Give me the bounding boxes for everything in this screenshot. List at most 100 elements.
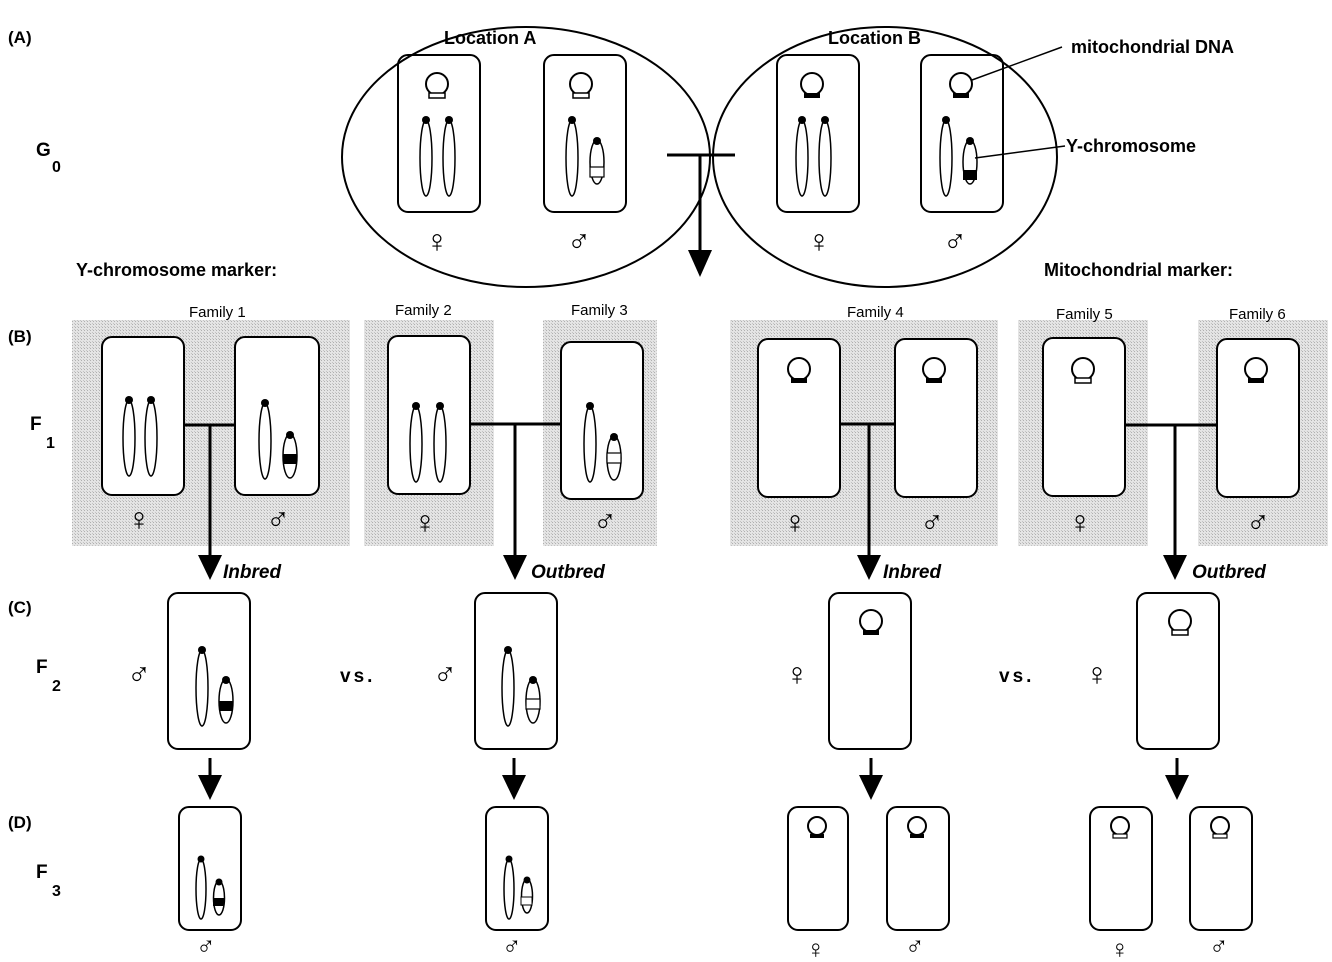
- x-chromosome: [566, 120, 578, 196]
- mtdna-callout-label: mitochondrial DNA: [1071, 37, 1234, 57]
- svg-text:G: G: [36, 140, 51, 161]
- centromere: [966, 137, 974, 145]
- f2-f3-arrowhead: [198, 775, 222, 800]
- svg-text:0: 0: [52, 159, 61, 176]
- centromere: [436, 402, 444, 410]
- mtdna-marker-dark: [810, 834, 824, 838]
- mtdna-marker-dark: [863, 630, 879, 635]
- mtdna-ring: [860, 610, 882, 632]
- f2-inbred-y-cell: [168, 593, 250, 749]
- centromere: [445, 116, 453, 124]
- f3-outbred-mito-female-cell: [1090, 807, 1152, 930]
- inbred-label-y: Inbred: [223, 562, 281, 583]
- location-a-female-cell: [398, 55, 480, 212]
- mtdna-marker-dark: [804, 93, 820, 98]
- svg-text:3: 3: [52, 883, 61, 900]
- family-3-male-cell: [561, 342, 643, 499]
- location-a-title: Location A: [444, 28, 536, 48]
- centromere: [568, 116, 576, 124]
- y-marker-heading: Y-chromosome marker:: [76, 260, 277, 280]
- panel-label-c: (C): [8, 598, 32, 617]
- mtdna-marker-light: [573, 93, 589, 98]
- mtdna-marker-light: [429, 93, 445, 98]
- x-chromosome: [796, 120, 808, 196]
- female-symbol: ♀: [127, 501, 151, 537]
- f2-f3-arrowhead: [1165, 775, 1189, 800]
- outbred-label-y: Outbred: [531, 562, 605, 583]
- family-1-female-cell: [102, 337, 184, 495]
- centromere: [529, 676, 537, 684]
- centromere: [593, 137, 601, 145]
- y-marker-dark: [219, 701, 233, 711]
- generation-label-f3: F 3: [36, 862, 61, 900]
- male-symbol: ♂: [433, 656, 457, 692]
- mtdna-ring: [908, 817, 926, 835]
- f2-outbred-y-cell: [475, 593, 557, 749]
- male-symbol: ♂: [943, 223, 967, 259]
- mtdna-ring: [426, 73, 448, 95]
- mtdna-ring: [801, 73, 823, 95]
- mtdna-marker-dark: [926, 378, 942, 383]
- family-4-female-cell: [758, 339, 840, 497]
- female-symbol: ♀: [413, 504, 437, 540]
- male-symbol: ♂: [127, 656, 151, 692]
- vs-label-y: vs.: [340, 666, 375, 687]
- f2-f3-arrowhead: [502, 775, 526, 800]
- family-6-male-cell: [1217, 339, 1299, 497]
- f3-outbred-mito-male-cell: [1190, 807, 1252, 930]
- generation-label-f1: F 1: [30, 414, 55, 452]
- location-b-title: Location B: [828, 28, 921, 48]
- female-symbol: ♀: [783, 504, 807, 540]
- centromere: [286, 431, 294, 439]
- family-4-male-cell: [895, 339, 977, 497]
- mtdna-marker-dark: [910, 834, 924, 838]
- centromere: [504, 646, 512, 654]
- centromere: [125, 396, 133, 404]
- f2-inbred-mito-cell: [829, 593, 911, 749]
- mtdna-ring: [1211, 817, 1229, 835]
- mtdna-ring: [1111, 817, 1129, 835]
- panel-label-b: (B): [8, 327, 32, 346]
- centromere: [610, 433, 618, 441]
- family-5-label: Family 5: [1056, 306, 1113, 323]
- family-1-male-cell: [235, 337, 319, 495]
- centromere: [798, 116, 806, 124]
- ychrom-callout-label: Y-chromosome: [1066, 136, 1196, 156]
- mtdna-marker-light: [1113, 834, 1127, 838]
- centromere: [524, 877, 531, 884]
- y-marker-dark: [213, 898, 224, 906]
- x-chromosome: [940, 120, 952, 196]
- centromere: [506, 856, 513, 863]
- family-2-female-cell: [388, 336, 470, 494]
- male-symbol: ♂: [1246, 504, 1270, 540]
- mtdna-marker-light: [1172, 630, 1188, 635]
- female-symbol: ♀: [806, 934, 826, 962]
- female-symbol: ♀: [1085, 656, 1109, 692]
- panel-label-a: (A): [8, 28, 32, 47]
- centromere: [222, 676, 230, 684]
- family-3-label: Family 3: [571, 302, 628, 319]
- family-4-label: Family 4: [847, 304, 904, 321]
- families-5-6-arrowhead: [1163, 555, 1187, 580]
- male-symbol: ♂: [920, 504, 944, 540]
- male-symbol: ♂: [593, 503, 617, 539]
- location-b-male-cell: [921, 55, 1003, 212]
- y-marker-dark: [963, 170, 977, 180]
- x-chromosome: [443, 120, 455, 196]
- svg-text:2: 2: [52, 678, 61, 695]
- x-chromosome: [196, 650, 208, 726]
- y-marker-light: [607, 453, 621, 463]
- centromere: [198, 646, 206, 654]
- svg-text:F: F: [36, 862, 48, 883]
- male-symbol: ♂: [502, 931, 522, 961]
- centromere: [198, 856, 205, 863]
- female-symbol: ♀: [425, 223, 449, 259]
- svg-text:1: 1: [46, 435, 55, 452]
- male-symbol: ♂: [567, 223, 591, 259]
- mtdna-ring: [1169, 610, 1191, 632]
- female-symbol: ♀: [1068, 504, 1092, 540]
- inbred-label-mito: Inbred: [883, 562, 941, 583]
- female-symbol: ♀: [785, 656, 809, 692]
- f2-outbred-mito-cell: [1137, 593, 1219, 749]
- family-1-label: Family 1: [189, 304, 246, 321]
